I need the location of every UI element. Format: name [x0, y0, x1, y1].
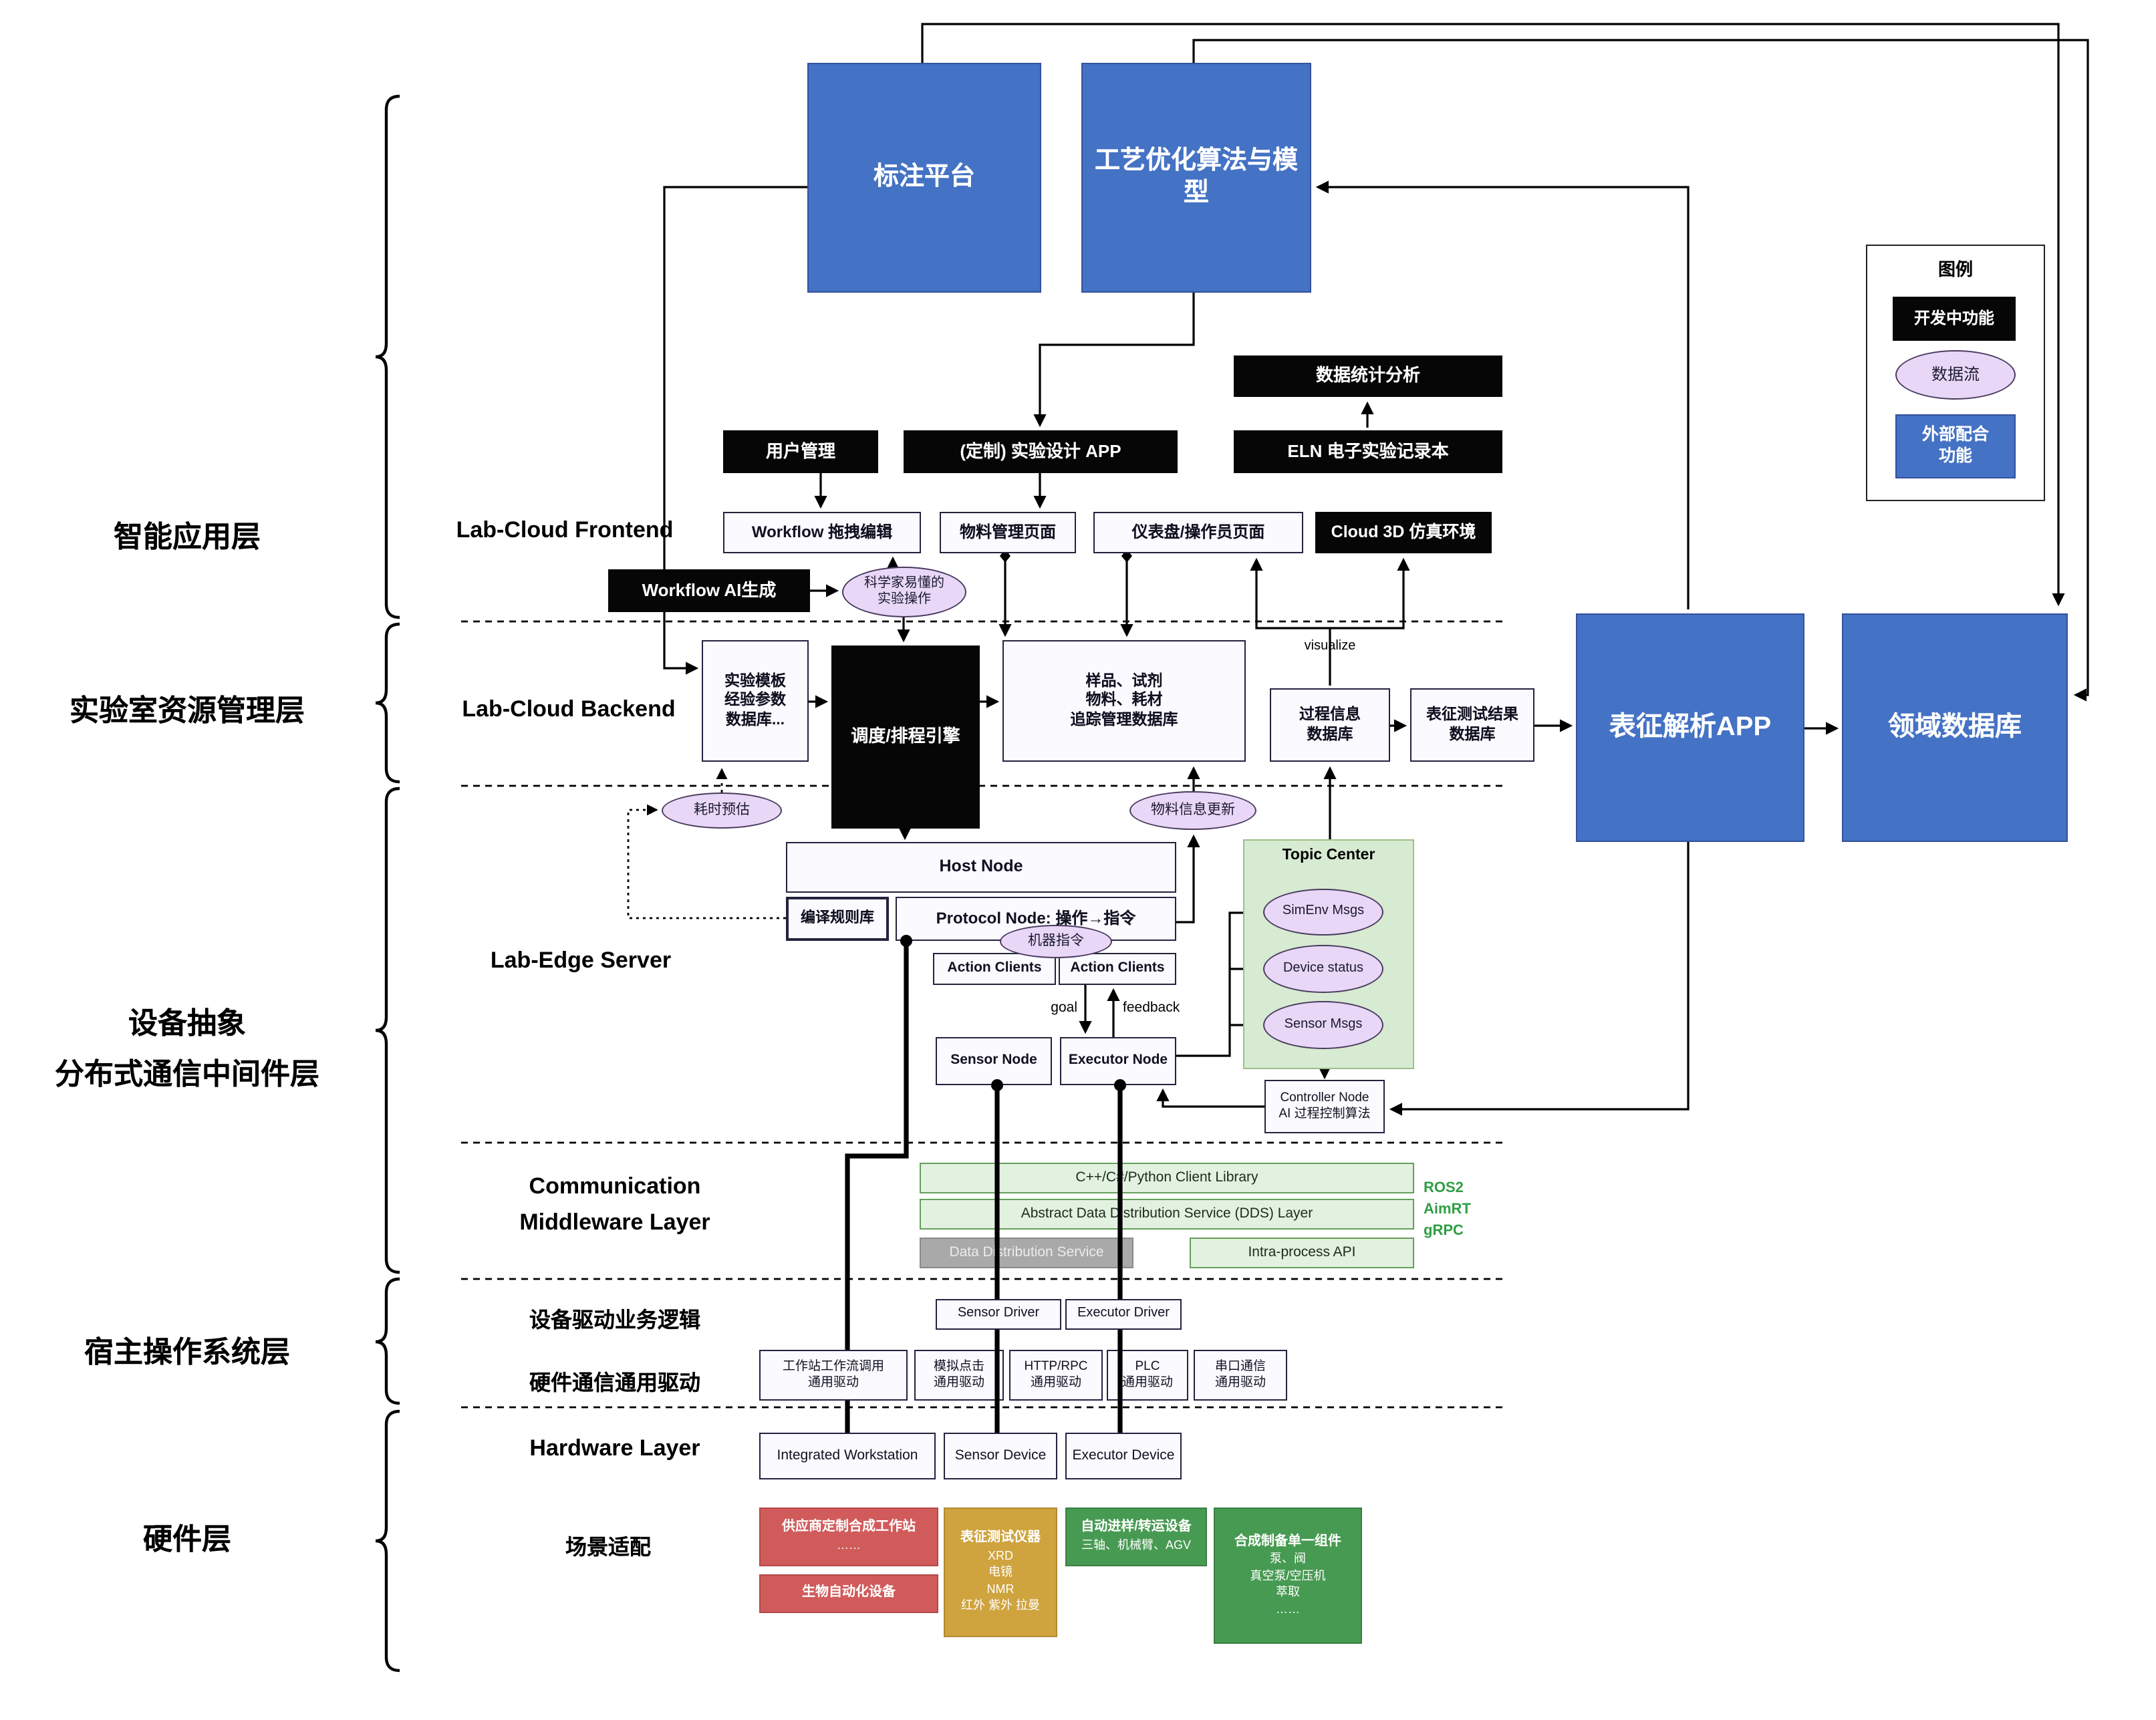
node-compile-rules-lib: 编译规则库 [786, 897, 889, 941]
node-http-rpc-driver: HTTP/RPC 通用驱动 [1009, 1350, 1103, 1401]
label-grpc: gRPC [1424, 1222, 1464, 1239]
layer-label-resource: 实验室资源管理层 [69, 694, 305, 727]
node-characterization-analysis-app: 表征解析APP [1576, 613, 1804, 842]
node-vendor-workstation: 供应商定制合成工作站 …… [759, 1508, 938, 1566]
legend-developing-feature: 开发中功能 [1893, 297, 2016, 341]
label-aimrt: AimRT [1424, 1201, 1471, 1217]
label-feedback: feedback [1123, 1000, 1180, 1016]
dataflow-sensor-msgs: Sensor Msgs [1263, 1001, 1383, 1049]
node-serial-driver: 串口通信 通用驱动 [1194, 1350, 1287, 1401]
section-communication: Communication [529, 1173, 701, 1199]
node-integrated-workstation: Integrated Workstation [759, 1433, 936, 1479]
label-topic-center: Topic Center [1282, 847, 1375, 863]
section-hw-generic-driver: 硬件通信通用驱动 [529, 1373, 700, 1395]
node-click-sim-driver: 模拟点击 通用驱动 [914, 1350, 1004, 1401]
dotted-connectors [627, 768, 786, 919]
dataflow-material-update: 物料信息更新 [1129, 791, 1256, 830]
node-data-statistics: 数据统计分析 [1234, 355, 1502, 397]
label-goal: goal [1051, 1000, 1077, 1016]
layer-label-host-os: 宿主操作系统层 [84, 1335, 290, 1369]
node-dds-abstract-layer: Abstract Data Distribution Service (DDS)… [920, 1199, 1414, 1230]
section-middleware-layer: Middleware Layer [519, 1209, 710, 1235]
node-host-node: Host Node [786, 842, 1176, 893]
node-executor-device: Executor Device [1065, 1433, 1182, 1479]
layer-braces [375, 94, 400, 1673]
label-middleware-protocols: ROS2 AimRT gRPC [1424, 1179, 1504, 1243]
dataflow-simenv-msgs: SimEnv Msgs [1263, 889, 1383, 936]
node-process-optimization: 工艺优化算法与模型 [1081, 63, 1311, 293]
layer-label-hardware: 硬件层 [142, 1522, 231, 1556]
label-visualize: visualize [1304, 639, 1356, 654]
dataflow-device-status: Device status [1263, 945, 1383, 993]
vendor-workstation-title: 供应商定制合成工作站 [782, 1520, 916, 1535]
node-material-page: 物料管理页面 [940, 512, 1076, 553]
section-driver-logic: 设备驱动业务逻辑 [529, 1310, 700, 1332]
synthesis-title: 合成制备单一组件 [1234, 1534, 1341, 1549]
node-eln: ELN 电子实验记录本 [1234, 430, 1502, 473]
legend-title: 图例 [1937, 259, 1973, 279]
node-experiment-design-app: (定制) 实验设计 APP [904, 430, 1178, 473]
node-workflow-ai-generation: Workflow AI生成 [608, 569, 810, 612]
node-bio-automation: 生物自动化设备 [759, 1574, 938, 1613]
node-workstation-workflow-driver: 工作站工作流调用 通用驱动 [759, 1350, 908, 1401]
node-synthesis-components: 合成制备单一组件 泵、阀 真空泵/空压机 萃取 …… [1214, 1508, 1362, 1644]
node-user-management: 用户管理 [723, 430, 878, 473]
dataflow-scientist-friendly-ops: 科学家易懂的 实验操作 [842, 567, 966, 617]
node-dashboard-operator-page: 仪表盘/操作员页面 [1093, 512, 1303, 553]
node-executor-node: Executor Node [1060, 1037, 1176, 1085]
node-cloud-3d-sim: Cloud 3D 仿真环境 [1315, 512, 1492, 553]
node-action-clients-left: Action Clients [933, 953, 1056, 985]
node-sensor-driver: Sensor Driver [936, 1299, 1061, 1330]
node-scheduler-engine: 调度/排程引擎 [831, 646, 980, 829]
dataflow-machine-command: 机器指令 [1000, 925, 1112, 958]
section-lab-cloud-frontend: Lab-Cloud Frontend [456, 517, 674, 543]
node-client-library: C++/C#/Python Client Library [920, 1163, 1414, 1193]
section-hardware-layer: Hardware Layer [529, 1435, 700, 1461]
dataflow-time-estimate: 耗时预估 [662, 793, 782, 829]
vendor-workstation-sub: …… [837, 1538, 861, 1552]
node-process-info-db: 过程信息 数据库 [1270, 688, 1390, 762]
node-domain-database: 领域数据库 [1842, 613, 2068, 842]
node-characterization-instruments: 表征测试仪器 XRD 电镜 NMR 红外 紫外 拉曼 [944, 1508, 1057, 1637]
autosampler-title: 自动进样/转运设备 [1081, 1520, 1192, 1535]
node-autosampler-agv: 自动进样/转运设备 三轴、机械臂、AGV [1065, 1508, 1207, 1566]
characterization-title: 表征测试仪器 [960, 1530, 1041, 1546]
node-sample-tracking-db: 样品、试剂 物料、耗材 追踪管理数据库 [1002, 640, 1246, 762]
node-template-db: 实验模板 经验参数 数据库... [702, 640, 809, 762]
node-controller-node: Controller Node AI 过程控制算法 [1264, 1080, 1385, 1133]
node-plc-driver: PLC 通用驱动 [1107, 1350, 1188, 1401]
characterization-items: XRD 电镜 NMR 红外 紫外 拉曼 [960, 1548, 1040, 1612]
section-lab-cloud-backend: Lab-Cloud Backend [462, 696, 676, 722]
legend-external-feature: 外部配合 功能 [1895, 414, 2016, 478]
node-test-result-db: 表征测试结果 数据库 [1410, 688, 1534, 762]
section-lab-edge-server: Lab-Edge Server [490, 948, 672, 973]
node-workflow-drag-editor: Workflow 拖拽编辑 [723, 512, 921, 553]
node-intra-process-api: Intra-process API [1190, 1238, 1414, 1268]
legend-data-flow: 数据流 [1895, 350, 2016, 400]
layer-label-device-abstraction: 设备抽象 [128, 1006, 246, 1040]
section-scene-adaptation: 场景适配 [565, 1537, 651, 1560]
node-sensor-node: Sensor Node [936, 1037, 1052, 1085]
synthesis-items: 泵、阀 真空泵/空压机 萃取 …… [1250, 1552, 1326, 1616]
node-action-clients-right: Action Clients [1059, 953, 1176, 985]
node-executor-driver: Executor Driver [1065, 1299, 1182, 1330]
autosampler-sub: 三轴、机械臂、AGV [1081, 1538, 1191, 1552]
node-sensor-device: Sensor Device [944, 1433, 1057, 1479]
layer-label-app: 智能应用层 [113, 520, 261, 553]
label-ros2: ROS2 [1424, 1180, 1464, 1196]
node-annotation-platform: 标注平台 [807, 63, 1041, 293]
node-data-distribution-service: Data Distribution Service [920, 1238, 1133, 1268]
layer-label-middleware: 分布式通信中间件层 [54, 1057, 319, 1091]
